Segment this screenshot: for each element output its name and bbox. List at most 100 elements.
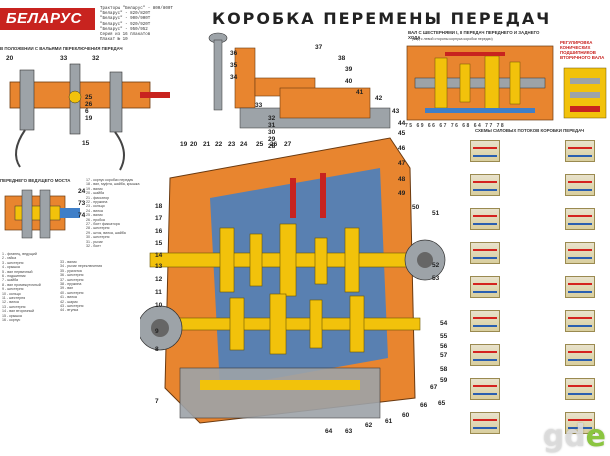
callout: 74 [78,212,86,219]
power-flow-scheme [470,242,500,264]
legend-item: 23 - кольцо [86,204,105,209]
caption-front-drive: ПЕРЕДНЕГО ВЕДУЩЕГО МОСТА [0,178,71,183]
callout: 41 [356,89,364,96]
legend-item: 15 - крышка [2,313,22,318]
callout: 19 [85,115,93,122]
power-flow-scheme [565,412,595,434]
callout: 19 [180,141,188,148]
legend-item: 30 - шестерня [86,235,110,240]
legend-item: 43 - шестерня [60,304,84,309]
callout: 8 [155,346,159,353]
legend-item: 16 - корпус [2,318,21,323]
legend-item: 40 - шестерня [60,290,84,295]
callout: 26 [85,101,93,108]
shift-lever-detail [9,63,170,171]
callout: 30 [268,129,276,136]
legend-item: 7 - шайба [2,278,19,283]
power-flow-scheme [470,140,500,162]
callout: 50 [412,204,420,211]
legend-item: 34 - рычаг переключения [60,264,103,269]
callout: 57 [440,352,448,359]
callout: 63 [345,428,353,435]
callout: 75 [405,123,414,129]
callout: 53 [432,275,440,282]
callout: 25 [256,141,264,148]
legend-item: 8 - вал промежуточный [2,282,41,287]
callout: 66 [420,402,428,409]
caption-schemes: СХЕМЫ СИЛОВЫХ ПОТОКОВ КОРОБКИ ПЕРЕДАЧ [475,128,585,133]
callout: 27 [284,141,292,148]
callout: 45 [398,130,406,137]
callout: 38 [338,55,346,62]
legend-item: 21 - фиксатор [86,195,110,200]
legend-item: 31 - рычаг [86,239,103,244]
callout: 15 [82,140,90,147]
power-flow-scheme [565,378,595,400]
legend-item: 11 - шестерня [2,296,26,301]
callout: 33 [60,55,68,62]
power-flow-scheme [470,174,500,196]
callout: 20 [190,141,198,148]
model-line: Плакат № 10 [100,38,128,43]
model-line: Серия из 16 плакатов [100,33,151,38]
callout: 59 [440,377,448,384]
callout: 47 [398,160,406,167]
legend-item: 4 - крышка [2,265,20,270]
legend-item: 37 - шестерня [60,277,84,282]
power-flow-schemes [470,136,610,446]
legend-item: 2 - гайка [2,256,17,261]
callout: 24 [78,188,86,195]
callout: 7 [155,398,159,405]
model-list: Тракторы "Беларус" - 800/800Т "Беларус" … [100,7,173,43]
callout: 33 [255,102,263,109]
legend-item: 9 - шестерня [2,287,24,292]
legend-center: 17 - корпус коробки передач 18 - вал, му… [86,178,146,249]
legend-item: 42 - шарик [60,299,78,304]
power-flow-scheme [565,208,595,230]
watermark-text: gd [542,419,586,454]
callout: 64 [473,123,483,129]
callout: 52 [432,262,440,269]
legend-item: 20 - шайба [86,191,105,196]
legend-item: 33 - валик [60,260,77,264]
gearbox-cutaway [140,32,446,424]
legend-item: 26 - пробка [86,217,105,222]
legend-item: 18 - вал, муфта, шайба, крышка [86,182,140,187]
power-flow-scheme [565,310,595,332]
callout: 48 [398,176,406,183]
callout: 68 [462,123,471,129]
callout: 34 [230,74,238,81]
callout: 44 [398,120,406,127]
legend-item: 5 - вал первичный [2,269,33,274]
callout: 69 [416,123,426,129]
callout: 60 [402,412,410,419]
callout: 18 [155,203,163,210]
legend-item: 32 - болт [86,244,101,249]
legend-item: 17 - корпус коробки передач [86,178,134,182]
callout: 39 [345,66,353,73]
callout: 37 [315,44,323,51]
legend-item: 38 - пружина [60,282,82,287]
callout: 42 [375,95,383,102]
caption-shift-shaft: ВАЛ С ШЕСТЕРНЯМИ I, II ПЕРЕДАЧ ПЕРЕДНЕГО… [408,30,540,40]
callout: 15 [155,240,163,247]
model-line: "Беларус" - 900/900Т [100,17,151,22]
callout: 62 [365,422,373,429]
power-flow-scheme [470,208,500,230]
shaft-detail [406,45,554,121]
brand-logo: БЕЛАРУС [0,8,95,30]
callout: 64 [325,428,333,435]
power-flow-scheme [565,140,595,162]
callout: 10 [155,302,163,309]
legend-item: 10 - кольцо [2,291,21,296]
callout: 21 [203,141,211,148]
callout: 46 [398,145,406,152]
callout: 76 [450,123,460,129]
callout: 32 [268,115,276,122]
power-flow-scheme [470,378,500,400]
callout: 61 [385,418,393,425]
front-drive-detail [4,189,80,239]
callout: 49 [398,190,406,197]
watermark-logo: gde [543,419,606,454]
power-flow-scheme [565,174,595,196]
